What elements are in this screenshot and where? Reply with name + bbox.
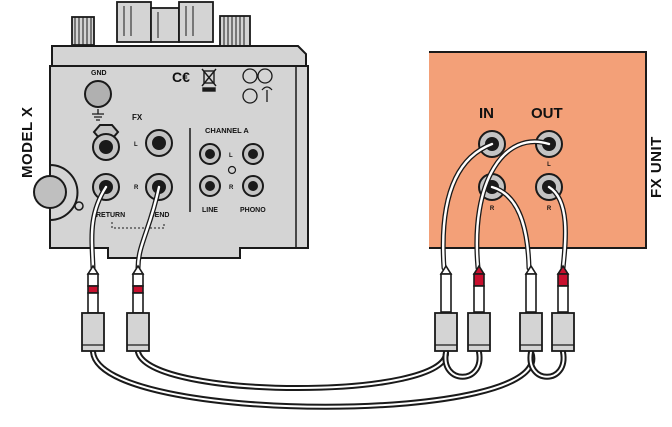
phono-label: PHONO [240, 207, 266, 214]
line-label: LINE [202, 207, 218, 214]
mixer-top-controls [71, 1, 251, 47]
mixer-name-label: MODEL X [19, 106, 36, 178]
channel-a-phono-l-jack[interactable] [242, 143, 264, 165]
gnd-terminal[interactable] [84, 80, 112, 108]
weee-bin-icon [201, 68, 217, 92]
fx-out-r-mark: R [547, 206, 552, 212]
channel-a-line-l-jack[interactable] [199, 143, 221, 165]
mixer-send-plug [126, 264, 150, 352]
mixer-device: GND C€ FX [33, 1, 309, 259]
mixer-return-plug [81, 264, 105, 352]
fx-l-mark: L [134, 142, 138, 148]
fx-unit-device: IN OUT L R R [429, 51, 647, 249]
channel-a-line-r-jack[interactable] [199, 175, 221, 197]
send-label: SEND [150, 212, 169, 219]
fx-in-label: IN [479, 105, 494, 122]
signal-wires [89, 139, 568, 271]
channel-r-mark: R [229, 185, 234, 191]
fx-out-l-mark: L [547, 162, 551, 168]
channel-a-label: CHANNEL A [205, 126, 249, 135]
screw-icon [74, 201, 84, 211]
fx-unit-in-l-plug [434, 264, 458, 352]
channel-l-mark: L [229, 153, 233, 159]
fx-section-label: FX [132, 113, 143, 122]
fx-in-r-mark: R [490, 206, 495, 212]
return-label: RETURN [96, 212, 125, 219]
channel-a-phono-r-jack[interactable] [242, 175, 264, 197]
fx-unit-out-l-plug [467, 264, 491, 352]
ground-icon [92, 109, 104, 121]
fx-r-mark: R [134, 185, 139, 191]
stereo-cable-loops [90, 349, 567, 410]
mixer-top-shelf [51, 45, 307, 67]
ce-mark: C€ [172, 69, 190, 85]
fx-return-l-jack[interactable] [92, 124, 120, 161]
fx-unit-out-r-plug [551, 264, 575, 352]
screw-icon [227, 165, 237, 175]
mixer-rear-panel [49, 65, 309, 259]
fx-send-l-jack[interactable] [145, 129, 173, 157]
compliance-icons [242, 68, 273, 104]
fx-unit-name-label: FX UNIT [648, 136, 665, 198]
gnd-label: GND [91, 70, 107, 77]
fx-out-label: OUT [531, 105, 563, 122]
fx-unit-in-r-plug [519, 264, 543, 352]
